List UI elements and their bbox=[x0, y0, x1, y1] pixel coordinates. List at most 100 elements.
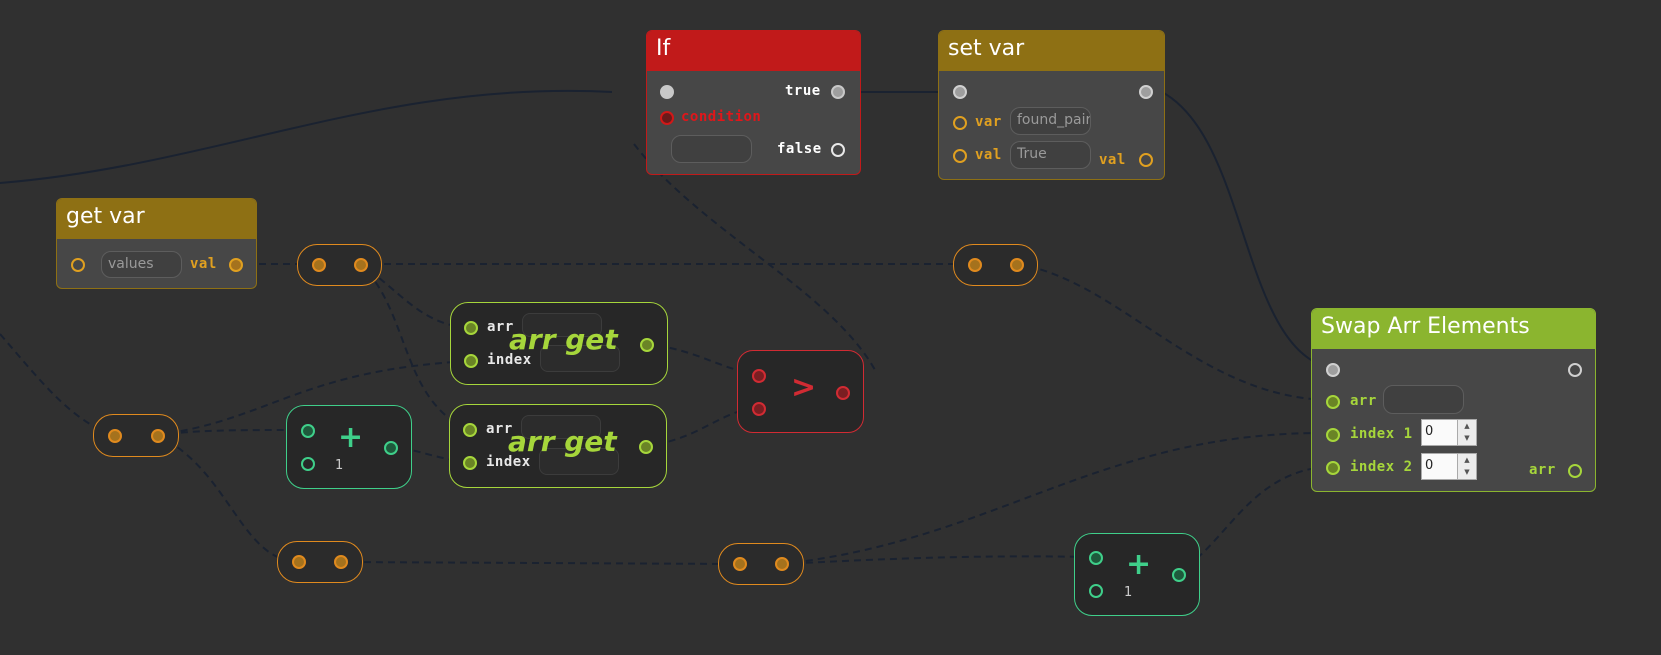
add-node[interactable]: 1 + bbox=[286, 405, 412, 489]
swap-arr-elements-node[interactable]: Swap Arr Elements arr index 1 0 ▲ ▼ inde… bbox=[1311, 308, 1596, 492]
plus-symbol: + bbox=[338, 420, 364, 455]
index1-value: 0 bbox=[1425, 424, 1434, 439]
arr-pin[interactable] bbox=[1326, 395, 1340, 409]
set-var-node[interactable]: set var var found_pair val True val bbox=[938, 30, 1165, 180]
reroute-out-pin[interactable] bbox=[334, 555, 348, 569]
reroute-out-pin[interactable] bbox=[1010, 258, 1024, 272]
index2-pin[interactable] bbox=[1326, 461, 1340, 475]
index1-spin-arrows[interactable]: ▲ ▼ bbox=[1457, 420, 1476, 445]
b-in-pin[interactable] bbox=[301, 457, 315, 471]
reroute-in-pin[interactable] bbox=[733, 557, 747, 571]
reroute-node[interactable] bbox=[297, 244, 382, 286]
result-out-pin[interactable] bbox=[836, 386, 850, 400]
arr-label: arr bbox=[1350, 393, 1377, 409]
arr-get-node[interactable]: arr index arr get bbox=[449, 404, 667, 488]
arr-out-pin[interactable] bbox=[1568, 464, 1582, 478]
get-var-in-pin[interactable] bbox=[71, 258, 85, 272]
get-var-header[interactable]: get var bbox=[57, 199, 256, 239]
index-label: index bbox=[486, 454, 531, 470]
index1-spinbox[interactable]: 0 ▲ ▼ bbox=[1421, 419, 1477, 446]
greater-than-symbol: > bbox=[791, 370, 817, 405]
reroute-in-pin[interactable] bbox=[312, 258, 326, 272]
arr-input[interactable] bbox=[521, 415, 601, 439]
val-label: val bbox=[975, 147, 1002, 163]
exec-out-pin[interactable] bbox=[1568, 363, 1582, 377]
exec-out-pin[interactable] bbox=[1139, 85, 1153, 99]
exec-wire-in bbox=[0, 89, 613, 184]
plus-symbol: + bbox=[1126, 547, 1152, 582]
reroute-node[interactable] bbox=[953, 244, 1038, 286]
arr-pin[interactable] bbox=[463, 423, 477, 437]
add-node[interactable]: 1 + bbox=[1074, 533, 1200, 616]
val-out-pin[interactable] bbox=[229, 258, 243, 272]
value-out-pin[interactable] bbox=[640, 338, 654, 352]
index-input[interactable] bbox=[539, 448, 619, 475]
arr-get-node[interactable]: arr index arr get bbox=[450, 302, 668, 385]
index1-label: index 1 bbox=[1350, 426, 1413, 442]
var-pin[interactable] bbox=[953, 116, 967, 130]
exec-in-pin[interactable] bbox=[660, 85, 674, 99]
reroute-node[interactable] bbox=[277, 541, 363, 583]
b-in-pin[interactable] bbox=[752, 402, 766, 416]
val-out-pin[interactable] bbox=[1139, 153, 1153, 167]
if-node-header[interactable]: If bbox=[647, 31, 860, 71]
reroute-in-pin[interactable] bbox=[968, 258, 982, 272]
arr-input[interactable] bbox=[522, 313, 602, 337]
sum-out-pin[interactable] bbox=[1172, 568, 1186, 582]
exec-in-pin[interactable] bbox=[1326, 363, 1340, 377]
false-exec-out-pin[interactable] bbox=[831, 143, 845, 157]
index1-pin[interactable] bbox=[1326, 428, 1340, 442]
triangle-down-icon[interactable]: ▼ bbox=[1464, 434, 1470, 442]
val-input[interactable]: True bbox=[1010, 141, 1091, 169]
compare-node[interactable]: > bbox=[737, 350, 864, 433]
var-name-input[interactable]: values bbox=[101, 251, 182, 278]
value-out-pin[interactable] bbox=[639, 440, 653, 454]
wire-rr-bottom bbox=[339, 561, 739, 565]
index2-spin-arrows[interactable]: ▲ ▼ bbox=[1457, 454, 1476, 479]
constant-value: 1 bbox=[1124, 585, 1133, 600]
triangle-up-icon[interactable]: ▲ bbox=[1464, 422, 1470, 430]
sum-out-pin[interactable] bbox=[384, 441, 398, 455]
arr-pin[interactable] bbox=[464, 321, 478, 335]
wire-rr-add2 bbox=[781, 555, 1095, 565]
reroute-out-pin[interactable] bbox=[151, 429, 165, 443]
set-var-header[interactable]: set var bbox=[939, 31, 1164, 71]
wire-i-add bbox=[156, 429, 308, 436]
a-in-pin[interactable] bbox=[752, 369, 766, 383]
arr-label: arr bbox=[487, 319, 514, 335]
index-pin[interactable] bbox=[464, 354, 478, 368]
condition-input[interactable] bbox=[671, 135, 752, 163]
var-name-input[interactable]: found_pair bbox=[1010, 107, 1091, 135]
get-var-node[interactable]: get var values val bbox=[56, 198, 257, 289]
wire-rr-swap-index1 bbox=[781, 431, 1334, 565]
index2-spinbox[interactable]: 0 ▲ ▼ bbox=[1421, 453, 1477, 480]
true-exec-out-pin[interactable] bbox=[831, 85, 845, 99]
reroute-node[interactable] bbox=[718, 543, 804, 585]
if-node[interactable]: If true condition false bbox=[646, 30, 861, 175]
constant-value: 1 bbox=[335, 458, 344, 473]
arr-input[interactable] bbox=[1383, 385, 1464, 414]
index-input[interactable] bbox=[540, 345, 620, 372]
index-pin[interactable] bbox=[463, 456, 477, 470]
val-pin[interactable] bbox=[953, 149, 967, 163]
reroute-in-pin[interactable] bbox=[108, 429, 122, 443]
wire-condition bbox=[633, 143, 876, 371]
a-in-pin[interactable] bbox=[1089, 551, 1103, 565]
wire-add2-index2 bbox=[1177, 465, 1334, 574]
triangle-down-icon[interactable]: ▼ bbox=[1464, 468, 1470, 476]
condition-label: condition bbox=[681, 109, 762, 125]
exec-in-pin[interactable] bbox=[953, 85, 967, 99]
exec-wire-setvar-swap bbox=[1161, 91, 1334, 370]
swap-node-header[interactable]: Swap Arr Elements bbox=[1312, 309, 1595, 349]
val-out-label: val bbox=[1099, 152, 1126, 168]
arr-out-label: arr bbox=[1529, 462, 1556, 478]
condition-pin[interactable] bbox=[660, 111, 674, 125]
triangle-up-icon[interactable]: ▲ bbox=[1464, 456, 1470, 464]
b-in-pin[interactable] bbox=[1089, 584, 1103, 598]
arr-get-title: arr get bbox=[508, 425, 617, 458]
reroute-in-pin[interactable] bbox=[292, 555, 306, 569]
reroute-node[interactable] bbox=[93, 414, 179, 457]
reroute-out-pin[interactable] bbox=[775, 557, 789, 571]
a-in-pin[interactable] bbox=[301, 424, 315, 438]
reroute-out-pin[interactable] bbox=[354, 258, 368, 272]
